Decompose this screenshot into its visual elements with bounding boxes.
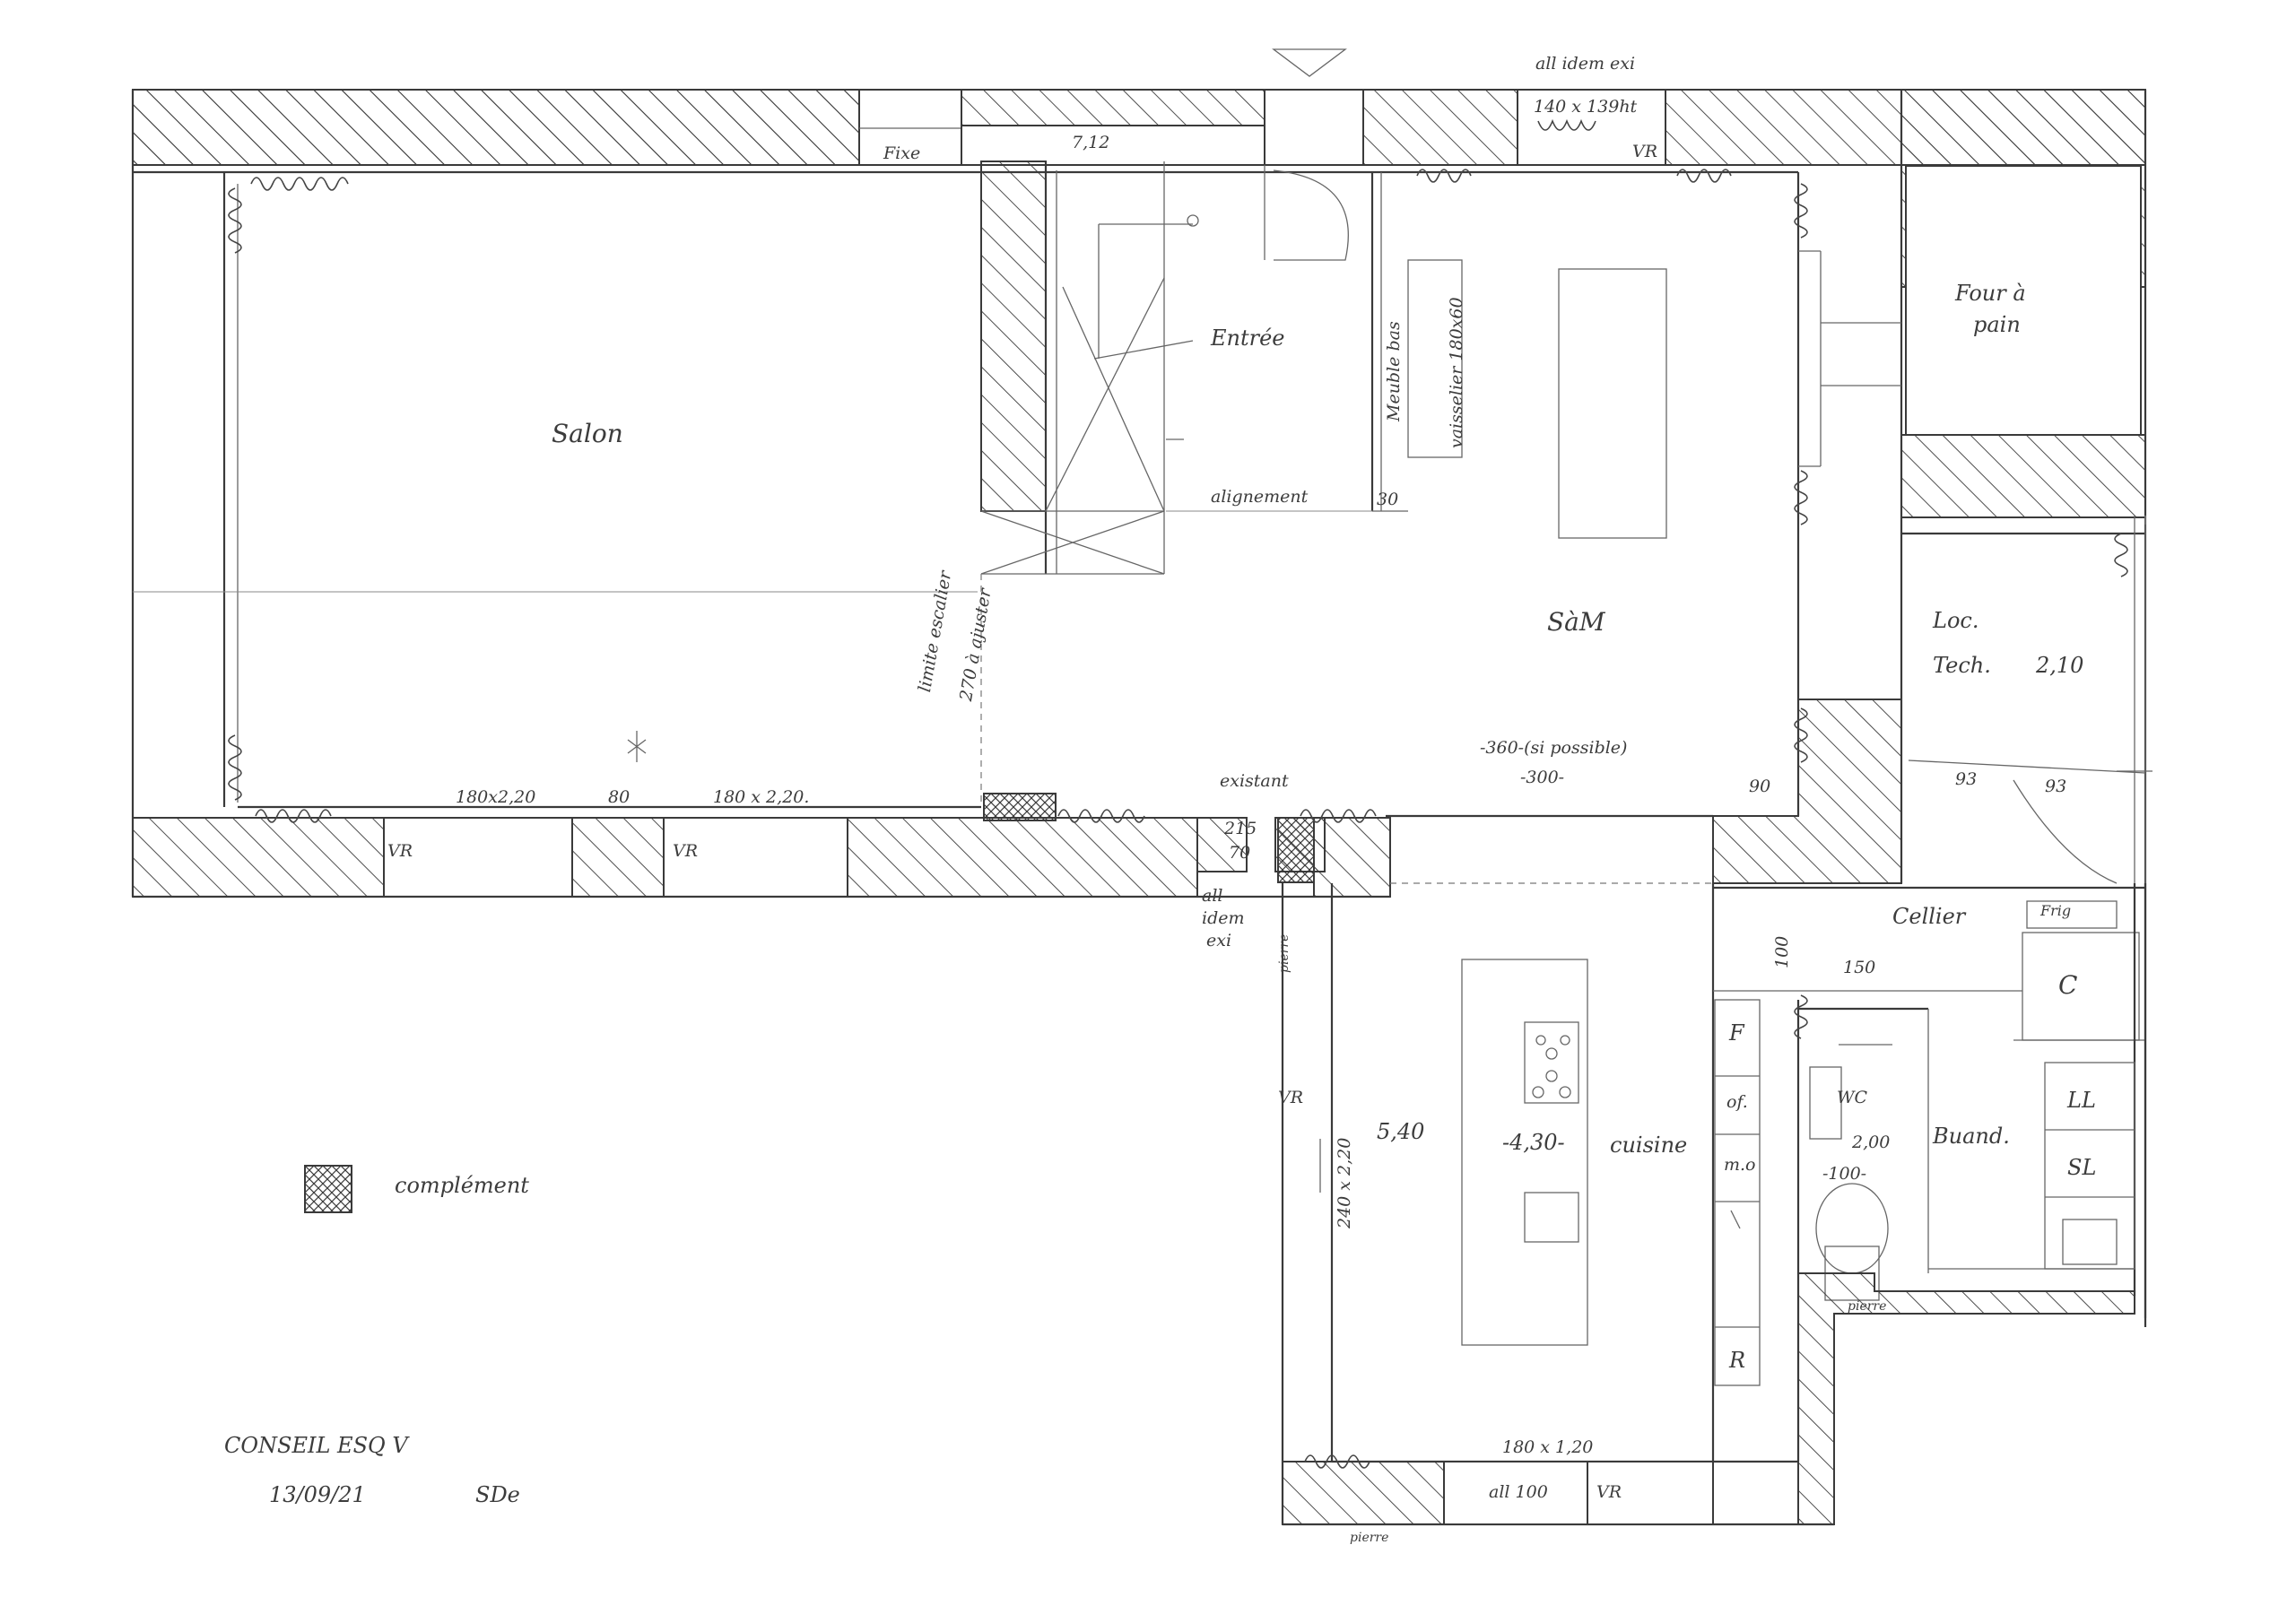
label-pierre-bottom: pierre xyxy=(1350,1531,1389,1545)
label-100b: -100- xyxy=(1822,1164,1867,1184)
sam-walls xyxy=(983,172,1902,898)
label-window-salon-1: 180x2,20 xyxy=(456,787,536,807)
room-four-a-pain-line2: pain xyxy=(1973,312,2021,337)
window-fixe xyxy=(858,89,962,166)
label-of: of. xyxy=(1726,1092,1748,1112)
signature-line2: 13/09/21 xyxy=(269,1482,366,1507)
label-frigo: Frig xyxy=(2040,902,2072,919)
room-wc: WC xyxy=(1837,1088,1868,1107)
label-540: 5,40 xyxy=(1377,1119,1425,1144)
label-200: 2,00 xyxy=(1852,1133,1891,1152)
label-100: 100 xyxy=(1772,935,1792,968)
label-all-idem-exi-top: all idem exi xyxy=(1535,54,1636,74)
signature-line1: CONSEIL ESQ V xyxy=(224,1433,408,1458)
top-wall xyxy=(132,89,2146,174)
wc-buanderie xyxy=(1797,1007,2135,1525)
label-vr-cuisine: VR xyxy=(1278,1088,1304,1107)
radiators xyxy=(228,118,2128,1469)
label-pierre-wc: pierre xyxy=(1848,1299,1887,1314)
label-pierre: pierre xyxy=(1277,933,1292,973)
label-215: 215 xyxy=(1224,819,1257,838)
legend-complement: complément xyxy=(395,1173,529,1198)
label-exi: exi xyxy=(1206,931,1232,950)
entry-arrow-icon xyxy=(1272,48,1347,77)
label-vr-salon-2: VR xyxy=(673,841,699,861)
cooktop xyxy=(1524,1021,1579,1104)
legend-swatch xyxy=(304,1165,352,1213)
label-vr-top: VR xyxy=(1632,142,1658,161)
label-all-100: all 100 xyxy=(1489,1482,1548,1502)
label-vaisselier: vaisselier 180x60 xyxy=(1447,297,1466,448)
label-existant: existant xyxy=(1220,771,1289,791)
label-sl: SL xyxy=(2067,1155,2097,1180)
room-loc-tech-area: 2,10 xyxy=(2036,653,2084,678)
room-cellier: Cellier xyxy=(1892,904,1966,929)
label-430: -4,30- xyxy=(1502,1130,1565,1155)
room-salon: Salon xyxy=(552,419,623,448)
entrance-door-opening xyxy=(1264,89,1364,166)
label-150: 150 xyxy=(1843,958,1876,977)
label-window-top: 140 x 139ht xyxy=(1534,97,1638,117)
label-vr-salon-1: VR xyxy=(387,841,413,861)
label-30: 30 xyxy=(1377,490,1399,509)
label-all: all xyxy=(1202,886,1223,906)
room-four-a-pain-line1: Four à xyxy=(1955,281,2026,306)
label-window-salon-2: 180 x 2,20. xyxy=(713,787,810,807)
room-entree: Entrée xyxy=(1211,325,1285,351)
room-buanderie: Buand. xyxy=(1933,1124,2010,1149)
label-vr-bottom: VR xyxy=(1596,1482,1622,1502)
label-90: 90 xyxy=(1749,777,1771,796)
label-si-possible: -360-(si possible) xyxy=(1480,738,1628,758)
label-window-bottom: 180 x 1,20 xyxy=(1502,1437,1594,1457)
window-cuisine-bottom xyxy=(1443,1461,1588,1525)
label-idem: idem xyxy=(1202,908,1245,928)
four-a-pain-block xyxy=(1900,89,2147,1327)
label-ll: LL xyxy=(2067,1088,2096,1113)
label-fixe: Fixe xyxy=(883,143,921,163)
label-window-cuisine: 240 x 2,20 xyxy=(1335,1137,1354,1228)
room-loc-tech-line1: Loc. xyxy=(1933,608,1979,633)
label-alignement: alignement xyxy=(1211,487,1309,507)
label-300: -300- xyxy=(1520,768,1565,787)
room-cuisine: cuisine xyxy=(1610,1133,1688,1158)
label-80: 80 xyxy=(608,787,631,807)
label-k712: 7,12 xyxy=(1072,133,1110,152)
label-mo: m.o xyxy=(1724,1155,1756,1175)
label-r: R xyxy=(1729,1348,1746,1373)
label-93-a: 93 xyxy=(1955,769,1978,789)
label-meuble-bas: Meuble bas xyxy=(1384,321,1404,421)
complement-block xyxy=(983,793,1057,821)
label-93-b: 93 xyxy=(2045,777,2067,796)
salon-walls xyxy=(131,90,1390,898)
sink xyxy=(1524,1192,1579,1243)
staircase xyxy=(980,161,1667,807)
kitchen-island xyxy=(1461,959,1588,1346)
room-loc-tech-line2: Tech. xyxy=(1933,653,1991,678)
signature-line3: SDe xyxy=(475,1482,520,1507)
label-c: C xyxy=(2058,970,2078,1000)
cuisine-walls xyxy=(1281,883,1834,1526)
room-sam: SàM xyxy=(1547,607,1605,637)
label-f: F xyxy=(1729,1020,1744,1046)
label-70: 70 xyxy=(1229,843,1251,863)
